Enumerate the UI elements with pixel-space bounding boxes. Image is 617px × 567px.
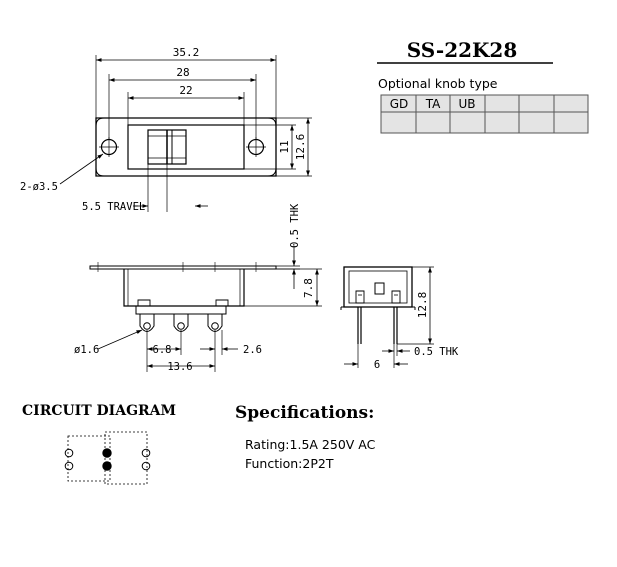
- hole-diameter-label: 2-ø3.5: [20, 181, 58, 193]
- dim-pin-span: 13.6: [167, 361, 192, 373]
- dim-pin-pitch: 6.8: [153, 344, 172, 356]
- rating-text: Rating:1.5A 250V AC: [245, 437, 376, 452]
- specs-title: Specifications:: [235, 403, 374, 423]
- travel-label: 5.5 TRAVEL: [82, 201, 145, 213]
- dim-inner-height: 11: [278, 140, 291, 153]
- side-view: [89, 246, 322, 372]
- knob-type-table: GD TA UB: [380, 94, 589, 134]
- knob-cell: UB: [458, 97, 475, 111]
- dim-overall-length: 35.2: [173, 46, 200, 59]
- dim-total-height: 12.8: [416, 292, 429, 319]
- dim-outer-height: 12.6: [294, 134, 307, 161]
- top-view: [59, 55, 312, 212]
- dim-hole-spacing: 28: [176, 66, 189, 79]
- knob-cell: TA: [425, 97, 441, 111]
- knob-table-caption: Optional knob type: [378, 76, 498, 91]
- model-title: SS-22K28: [407, 38, 518, 62]
- knob-cell: GD: [390, 97, 409, 111]
- circuit-diagram: [64, 431, 151, 485]
- leg-thickness-label: 0.5 THK: [414, 346, 459, 358]
- circuit-title: CIRCUIT DIAGRAM: [22, 403, 176, 419]
- function-text: Function:2P2T: [245, 456, 334, 471]
- dim-pin-offset: 2.6: [243, 344, 262, 356]
- dim-window-length: 22: [179, 84, 192, 97]
- end-view: [340, 266, 434, 368]
- thickness-label: 0.5 THK: [289, 203, 301, 248]
- pin-diameter-label: ø1.6: [74, 344, 99, 356]
- dim-pin-row-width: 6: [374, 359, 380, 371]
- dim-body-height: 7.8: [302, 278, 315, 298]
